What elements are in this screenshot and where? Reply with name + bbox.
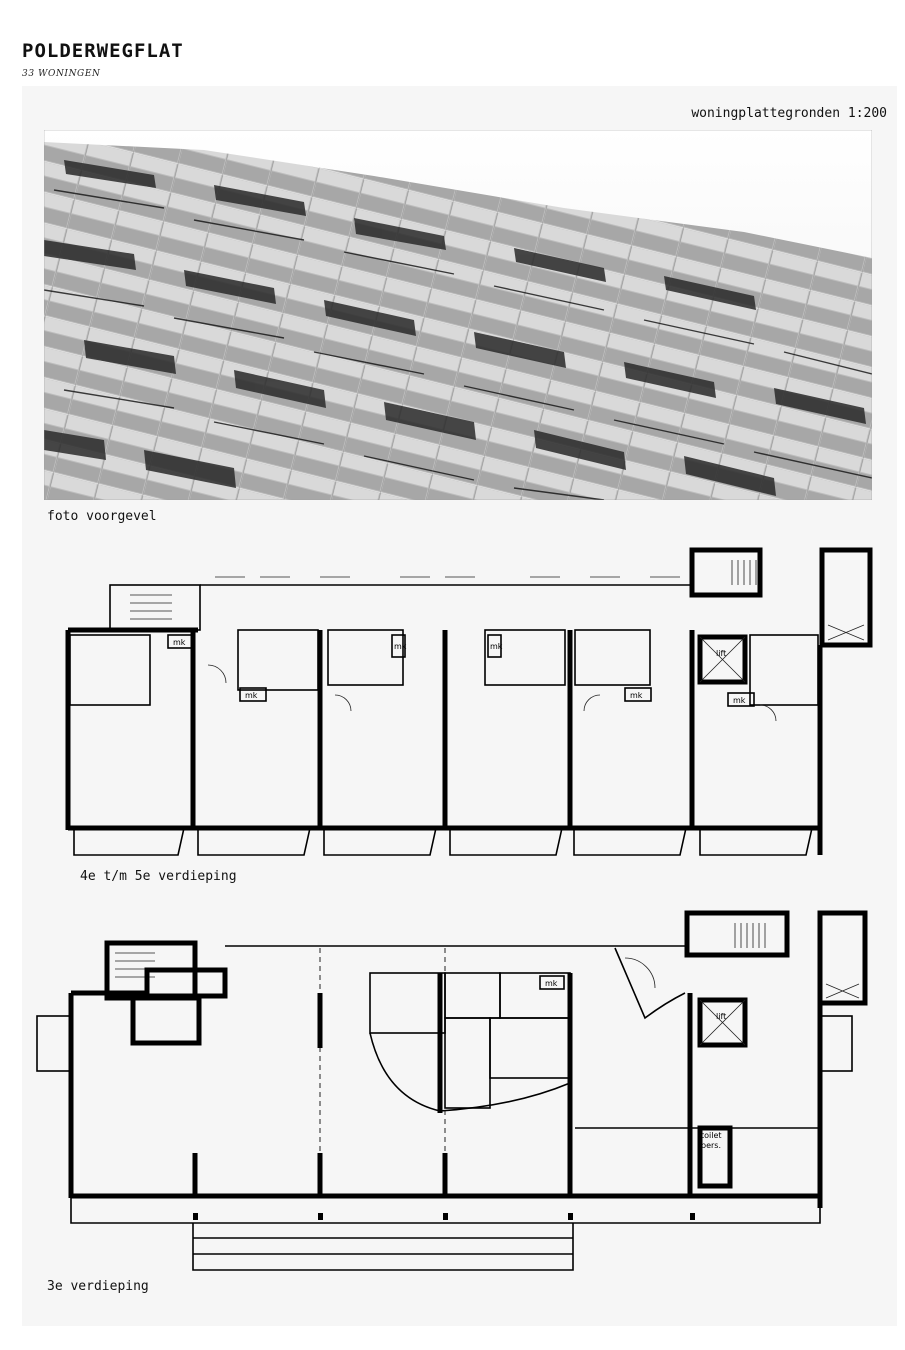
pers-label: pers. — [701, 1141, 721, 1150]
curved-office-block — [369, 972, 571, 1112]
toilet-label: toilet — [701, 1131, 722, 1140]
shaft-upper-right — [819, 547, 873, 648]
lift-cross-lower — [699, 999, 746, 1046]
east-bay — [819, 1015, 853, 1072]
meterkast-label-5: mk — [630, 691, 643, 700]
south-arcade — [70, 1196, 821, 1271]
stair-treads-upper-left — [130, 594, 172, 620]
lift-cross-upper — [699, 636, 746, 683]
south-balconies — [73, 827, 813, 856]
floor-plan-upper: mk mk mk mk mk mk lift — [65, 547, 873, 856]
facade-photo — [44, 130, 872, 500]
shaft-cross-lower — [825, 983, 860, 999]
core-stair-upper — [689, 547, 763, 598]
scale-label: woningplattegronden 1:200 — [691, 106, 887, 121]
meterkast-label-2: mk — [245, 691, 258, 700]
shaft-lower-right — [817, 910, 868, 1006]
meterkast-label-lower: mk — [545, 979, 558, 988]
plan-lower-caption: 3e verdieping — [47, 1279, 149, 1294]
lift-label-upper: lift — [716, 649, 726, 658]
meterkast-box-lower — [539, 975, 565, 990]
arcade-columns — [193, 1213, 695, 1220]
meterkast-label-1: mk — [173, 638, 186, 647]
west-bay — [36, 1015, 72, 1072]
core-stair-treads — [731, 560, 757, 585]
columns-lower — [192, 993, 448, 1196]
lift-shaft-lower — [697, 997, 748, 1048]
meterkast-box-5 — [624, 687, 652, 702]
balcony-rails — [44, 189, 872, 500]
meterkast-label-6: mk — [733, 696, 746, 705]
meterkast-box-3 — [391, 634, 406, 658]
stairwell-upper-left — [109, 584, 201, 631]
party-walls — [190, 630, 695, 828]
floor-plan-lower: mk lift toilet pers. — [36, 910, 868, 1271]
meterkast-box-4 — [487, 634, 502, 658]
structural-grid — [319, 948, 446, 1196]
page-subtitle: 33 WONINGEN — [22, 69, 101, 79]
room-west-lower — [130, 995, 202, 1046]
landing-lower-left — [144, 967, 228, 999]
meterkast-box-6 — [727, 692, 755, 707]
door-swings-upper — [207, 664, 777, 722]
page-title: POLDERWEGFLAT — [22, 40, 184, 62]
shaft-cross-upper — [827, 624, 865, 641]
core-stair-lower — [684, 910, 790, 958]
lift-label-lower: lift — [716, 1012, 726, 1021]
core-stair-treads-lower — [734, 923, 766, 948]
lift-shaft-upper — [697, 634, 748, 685]
photo-caption: foto voorgevel — [47, 509, 157, 524]
meterkast-label-4: mk — [490, 642, 503, 651]
entrance-curve — [614, 947, 686, 1020]
plan-upper-caption: 4e t/m 5e verdieping — [80, 869, 237, 884]
stair-treads-lower-left — [115, 952, 155, 978]
meterkast-box-2 — [239, 687, 267, 702]
balcony-bands — [44, 160, 866, 496]
meterkast-label-3: mk — [394, 642, 407, 651]
entrance-door-swing — [624, 957, 656, 989]
meterkast-box-1 — [167, 634, 195, 649]
